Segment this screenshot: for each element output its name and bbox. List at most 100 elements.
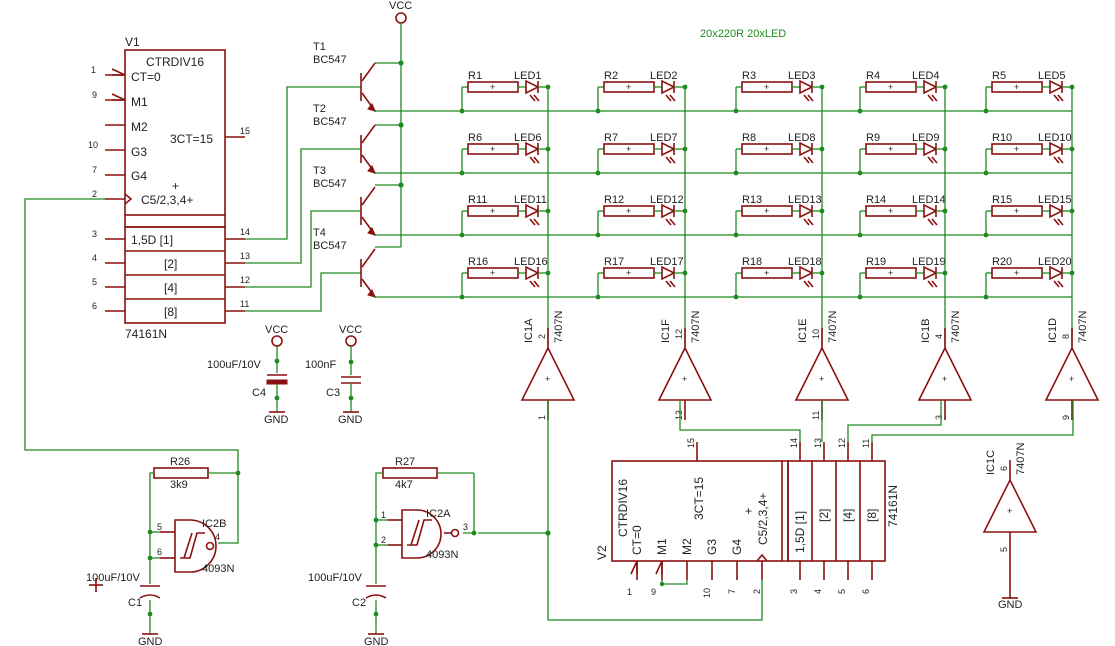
v1-input-g4: G4 [131,169,147,183]
v1-pin-4: 4 [92,253,97,263]
resistor-ref: R2 [604,70,618,82]
v1-input-m2: M2 [131,120,148,134]
ic2b-part: 4093N [202,563,234,575]
svg-text:+: + [626,82,631,92]
buffer-part: 7407N [690,311,702,343]
svg-text:+: + [626,206,631,216]
buffer-pin-out: 8 [1061,334,1071,339]
v1-pin-12: 12 [240,275,250,285]
led-ref: LED2 [650,70,678,82]
svg-text:+: + [1069,374,1074,384]
v2-ref: V2 [595,545,609,560]
led-ref: LED17 [650,256,684,268]
led-ref: LED10 [1038,132,1072,144]
v1-pin-2: 2 [92,189,97,199]
c1-value: 100uF/10V [86,572,140,584]
transistor-part-0: BC547 [313,54,347,66]
svg-text:+: + [888,268,893,278]
buffer-pin-in: 3 [934,415,944,420]
v2-input-g3: G3 [705,539,719,555]
v2-pin-12: 12 [837,438,847,448]
matrix-cell-led20: +R20 LED20 [983,256,1075,300]
v1-pin-11: 11 [240,299,249,309]
buffer-ref: IC1C [985,450,997,475]
transistor-ref-0: T1 [313,41,326,53]
v1-title: CTRDIV16 [146,55,204,69]
v1-part: 74161N [125,327,167,341]
oscillator-ic2b: R26 3k9 5 6 4 IC2B 4093N 100uF/10V C1 GN… [86,456,241,646]
svg-text:+: + [888,144,893,154]
v1-pin-6: 6 [92,301,97,311]
transistor-ref-2: T3 [313,165,326,177]
svg-text:+: + [764,268,769,278]
led-ref: LED12 [650,194,684,206]
buffer-pin-in: 13 [674,410,684,420]
v1-input-m1: M1 [131,95,148,109]
buffer-pin-out: 12 [674,329,684,339]
v2-bit-2: [2] [817,509,831,522]
resistor-ref: R4 [866,70,880,82]
svg-text:+: + [490,206,495,216]
buffer-part: 7407N [950,311,962,343]
v1-bit-2: [2] [164,257,177,271]
v1-plus: + [172,179,179,193]
buffer-ref: IC1E [797,319,809,343]
v1-pin-13: 13 [240,251,250,261]
resistor-ref: R18 [742,256,762,268]
buffer-pin-in: 11 [811,411,821,420]
led-ref: LED9 [912,132,940,144]
v1-input-ct: CT=0 [131,70,161,84]
c3-vcc-label: VCC [339,324,362,336]
v2-pin-1: 1 [627,587,632,597]
svg-text:+: + [490,82,495,92]
svg-text:+: + [1014,268,1019,278]
buffer-ref: IC1A [523,318,535,343]
c3-gnd: GND [338,414,363,426]
buffer-pin-out: 4 [934,334,944,339]
note-label: 20x220R 20xLED [700,28,786,40]
v1-ref: V1 [125,35,140,49]
svg-text:+: + [682,374,687,384]
svg-text:+: + [1007,506,1012,516]
led-ref: LED16 [514,256,548,268]
buffer-ref: IC1F [660,319,672,343]
led-ref: LED3 [788,70,816,82]
oscillator-ic2a: R27 4k7 1 2 3 IC2A 4093N 100uF/10V C2 GN… [308,456,477,646]
c3-value: 100nF [305,359,336,371]
v2-input-m2: M2 [680,538,694,555]
ic2a-pin-1: 1 [381,510,386,520]
v1-pin-15: 15 [240,126,250,136]
svg-text:+: + [764,144,769,154]
led-ref: LED15 [1038,194,1072,206]
buffer-part: 7407N [1015,443,1027,475]
transistor-part-1: BC547 [313,116,347,128]
led-ref: LED20 [1038,256,1072,268]
buffer-ic1f: + IC1F 7407N 12 13 [657,311,713,420]
v1-bit-4: [4] [164,281,177,295]
v2-pin-6: 6 [861,589,871,594]
c2-ref: C2 [352,597,366,609]
vcc-top: VCC [389,0,412,24]
counter-v2: V2 CTRDIV16 CT=0 M1 M2 G3 G4 C5/2,3,4+ +… [595,438,900,598]
resistor-ref: R1 [468,70,482,82]
v2-pin-7: 7 [727,589,737,594]
v1-pin-1: 1 [91,65,96,75]
v1-bit-1: 1,5D [1] [131,233,173,247]
resistor-ref: R11 [468,194,487,206]
resistor-ref: R20 [992,256,1012,268]
v2-input-clock: C5/2,3,4+ [756,493,770,545]
